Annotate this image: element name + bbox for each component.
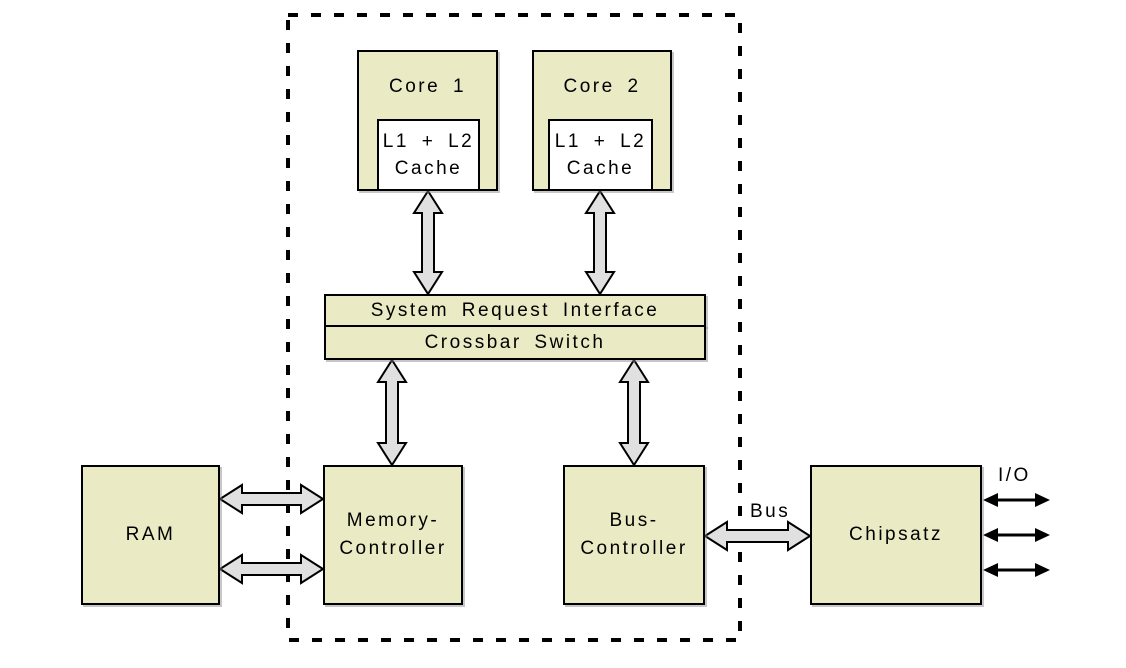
io-arrow-2 [983,528,1050,542]
node-crossbar-switch: Crossbar Switch [324,325,706,360]
arrow-crossbar-bus-controller [618,358,650,467]
core1-label: Core 1 [388,76,467,97]
cpu-die-dashed-border [286,13,742,642]
cache1-line2: Cache [394,158,463,179]
arrow-crossbar-memory-controller [376,358,408,467]
crossbar-switch-label: Crossbar Switch [424,331,606,353]
node-cache1: L1 + L2 Cache [377,119,480,191]
node-system-request-interface: System Request Interface [324,294,706,327]
cache2-line1: L1 + L2 [554,131,647,152]
cache1-line1: L1 + L2 [382,131,475,152]
io-arrow-3 [983,563,1050,577]
io-arrow-1 [983,493,1050,507]
memory-controller-line2: Controller [339,538,447,559]
arrow-ram-memory-lower [218,553,325,585]
system-request-interface-label: System Request Interface [370,299,660,321]
ram-label: RAM [125,524,176,545]
bus-controller-line2: Controller [580,538,688,559]
node-memory-controller: Memory- Controller [323,465,463,605]
node-bus-controller: Bus- Controller [563,465,705,605]
core2-label: Core 2 [563,76,641,97]
io-label: I/O [998,465,1031,486]
arrow-cache2-sri [584,189,616,296]
node-cache2: L1 + L2 Cache [548,119,653,191]
arrow-ram-memory-upper [218,483,325,515]
chipset-label: Chipsatz [849,524,943,545]
bus-label: Bus [750,501,791,522]
arrow-cache1-sri [412,189,444,296]
memory-controller-line1: Memory- [346,510,440,531]
arrow-bus-controller-chipset [703,520,812,552]
node-ram: RAM [81,465,220,605]
node-chipset: Chipsatz [810,465,982,605]
cache2-line2: Cache [566,158,635,179]
bus-controller-line1: Bus- [609,510,659,531]
